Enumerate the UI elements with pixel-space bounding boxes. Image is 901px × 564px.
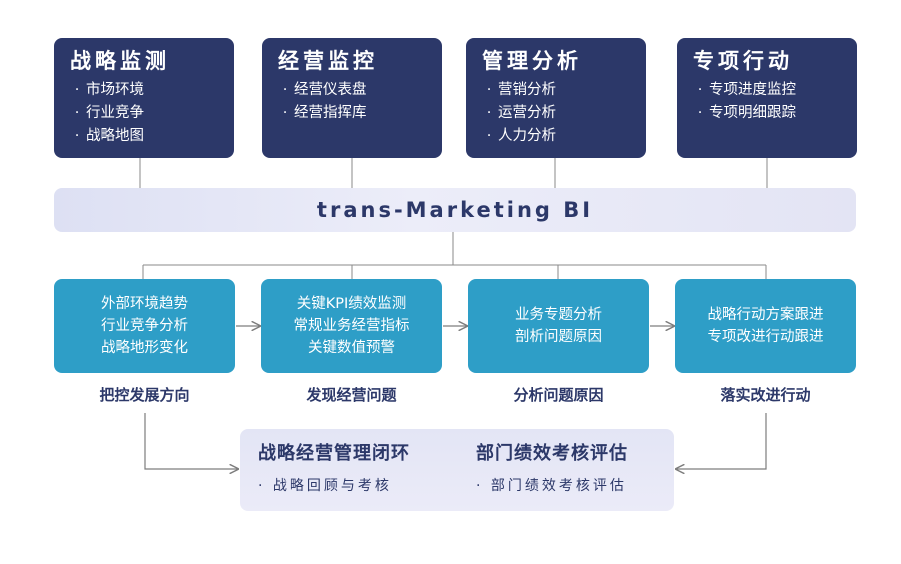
loop-arrow-left xyxy=(144,413,238,469)
process-card-direction: 外部环境趋势 行业竞争分析 战略地形变化 xyxy=(54,279,235,373)
process-caption: 把控发展方向 xyxy=(99,386,190,404)
loop-right-title: 部门绩效考核评估 xyxy=(476,443,628,464)
top-card-item: 专项进度监控 xyxy=(693,79,857,102)
top-card-item: 行业竞争 xyxy=(70,102,234,125)
top-card-operation-monitoring: 经营监控 经营仪表盘 经营指挥库 xyxy=(262,38,442,158)
top-card-special-action: 专项行动 专项进度监控 专项明细跟踪 xyxy=(677,38,857,158)
process-card-line: 行业竞争分析 xyxy=(101,318,188,334)
top-card-item: 运营分析 xyxy=(482,102,646,125)
top-card-management-analysis: 管理分析 营销分析 运营分析 人力分析 xyxy=(466,38,646,158)
top-card-item: 市场环境 xyxy=(70,79,234,102)
top-card-item: 经营仪表盘 xyxy=(278,79,442,102)
process-card-line: 关键KPI绩效监测 xyxy=(296,296,407,312)
process-card-line: 业务专题分析 xyxy=(515,307,602,323)
process-card-line: 外部环境趋势 xyxy=(101,296,188,312)
top-card-item: 战略地图 xyxy=(70,125,234,148)
process-card-implement: 战略行动方案跟进 专项改进行动跟进 xyxy=(675,279,856,373)
loop-right-column: 部门绩效考核评估 · 部门绩效考核评估 xyxy=(476,441,628,497)
top-card-strategy-monitoring: 战略监测 市场环境 行业竞争 战略地图 xyxy=(54,38,234,158)
top-card-item: 经营指挥库 xyxy=(278,102,442,125)
loop-left-subtitle: · 战略回顾与考核 xyxy=(258,478,392,494)
process-card-line: 战略行动方案跟进 xyxy=(707,307,824,323)
loop-right-subtitle: · 部门绩效考核评估 xyxy=(476,478,627,494)
top-card-title: 战略监测 xyxy=(70,49,170,73)
top-card-item: 营销分析 xyxy=(482,79,646,102)
process-caption: 发现经营问题 xyxy=(306,386,397,404)
loop-left-column: 战略经营管理闭环 · 战略回顾与考核 xyxy=(258,441,410,497)
bi-platform-bar: trans-Marketing BI xyxy=(54,188,856,232)
process-card-analyze: 业务专题分析 剖析问题原因 xyxy=(468,279,649,373)
process-card-line: 战略地形变化 xyxy=(101,340,188,356)
management-loop-box: 战略经营管理闭环 · 战略回顾与考核 部门绩效考核评估 · 部门绩效考核评估 xyxy=(240,429,674,511)
process-card-line: 常规业务经营指标 xyxy=(293,318,410,334)
top-card-title: 经营监控 xyxy=(278,49,378,73)
process-caption: 分析问题原因 xyxy=(513,386,604,404)
top-card-title: 管理分析 xyxy=(482,49,582,73)
loop-arrow-right xyxy=(676,413,767,469)
top-card-title: 专项行动 xyxy=(693,49,793,73)
loop-left-title: 战略经营管理闭环 xyxy=(258,443,410,464)
process-card-line: 剖析问题原因 xyxy=(515,329,602,345)
process-card-line: 专项改进行动跟进 xyxy=(707,329,824,345)
process-card-line: 关键数值预警 xyxy=(308,340,395,356)
process-card-discover: 关键KPI绩效监测 常规业务经营指标 关键数值预警 xyxy=(261,279,442,373)
process-caption: 落实改进行动 xyxy=(720,386,811,404)
top-card-item: 专项明细跟踪 xyxy=(693,102,857,125)
top-card-item: 人力分析 xyxy=(482,125,646,148)
